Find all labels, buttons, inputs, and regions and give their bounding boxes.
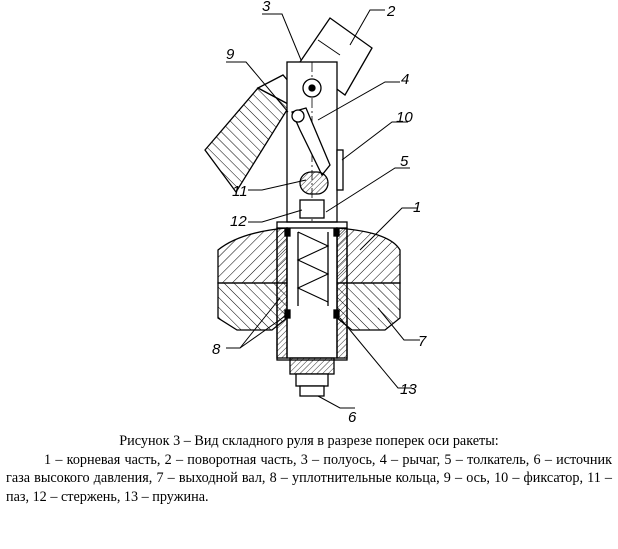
- label-4: 4: [401, 71, 409, 88]
- part-labels: 3 2 9 4 10 5 11 1 12 7 8 13 6: [212, 0, 427, 426]
- label-9: 9: [226, 46, 235, 63]
- label-1: 1: [413, 199, 421, 216]
- label-6: 6: [348, 409, 357, 426]
- output-shaft: [276, 221, 348, 361]
- label-12: 12: [230, 213, 247, 230]
- figure-caption: Рисунок 3 – Вид складного руля в разрезе…: [6, 432, 612, 506]
- label-13: 13: [400, 381, 417, 398]
- label-2: 2: [386, 3, 396, 20]
- label-5: 5: [400, 153, 409, 170]
- label-3: 3: [262, 0, 271, 15]
- label-10: 10: [396, 109, 413, 126]
- cross-section-drawing: 3 2 9 4 10 5 11 1 12 7 8 13 6: [204, 0, 427, 426]
- label-11: 11: [232, 183, 248, 200]
- gas-source: [289, 357, 335, 397]
- caption-title: Рисунок 3 – Вид складного руля в разрезе…: [119, 433, 499, 449]
- label-8: 8: [212, 341, 221, 358]
- rotating-part-lower: [204, 74, 301, 194]
- label-7: 7: [418, 333, 427, 350]
- lever-housing: [286, 61, 344, 223]
- root-part: [217, 227, 401, 331]
- leader-lines: [226, 9, 420, 409]
- caption-legend: 1 – корневая часть, 2 – поворотная часть…: [6, 451, 612, 505]
